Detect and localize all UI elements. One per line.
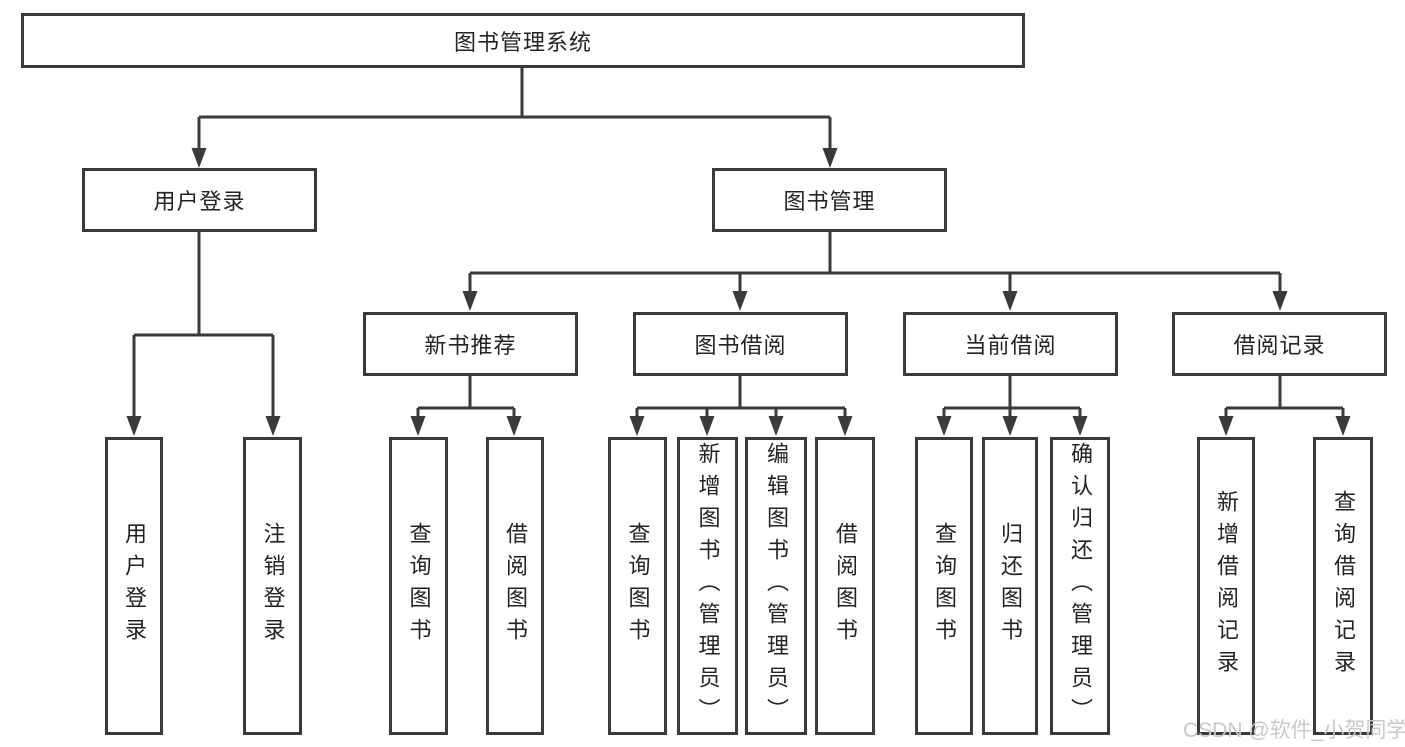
node-current-borrow-label: 当前借阅 bbox=[964, 333, 1057, 358]
leaf-confirm-return-admin: 确认归还（管理员） bbox=[1050, 437, 1110, 735]
node-root: 图书管理系统 bbox=[21, 13, 1025, 68]
watermark: CSDN @软件_小贺同学 bbox=[1183, 719, 1405, 742]
node-new-book-recommend: 新书推荐 bbox=[363, 312, 578, 376]
node-user-login-label: 用户登录 bbox=[153, 189, 246, 214]
node-book-management-label: 图书管理 bbox=[783, 189, 876, 214]
arrowheads bbox=[126, 148, 1351, 436]
leaf-return-book-label: 归还图书 bbox=[998, 522, 1023, 650]
leaf-query-books-current-label: 查询图书 bbox=[932, 522, 957, 650]
node-current-borrow: 当前借阅 bbox=[903, 312, 1118, 376]
leaf-borrow-books: 借阅图书 bbox=[815, 437, 875, 735]
node-root-label: 图书管理系统 bbox=[453, 29, 592, 55]
leaf-add-book-admin: 新增图书（管理员） bbox=[677, 437, 738, 735]
leaf-borrow-books-label: 借阅图书 bbox=[833, 522, 858, 650]
leaf-query-books-current: 查询图书 bbox=[915, 437, 973, 735]
node-new-book-recommend-label: 新书推荐 bbox=[424, 333, 517, 358]
leaf-edit-book-admin-label: 编辑图书（管理员） bbox=[764, 442, 789, 730]
leaf-borrow-books-recommend-label: 借阅图书 bbox=[503, 522, 528, 650]
leaf-query-books-borrow: 查询图书 bbox=[608, 437, 667, 735]
node-borrow-records-label: 借阅记录 bbox=[1233, 333, 1326, 358]
leaf-user-login-label: 用户登录 bbox=[122, 522, 147, 650]
leaf-logout: 注销登录 bbox=[243, 437, 302, 735]
leaf-logout-label: 注销登录 bbox=[260, 522, 286, 650]
node-user-login: 用户登录 bbox=[82, 168, 317, 232]
leaf-borrow-books-recommend: 借阅图书 bbox=[486, 437, 544, 735]
node-borrow-records: 借阅记录 bbox=[1172, 312, 1387, 376]
leaf-query-books-recommend: 查询图书 bbox=[389, 437, 448, 735]
leaf-add-borrow-record: 新增借阅记录 bbox=[1197, 437, 1255, 735]
leaf-add-borrow-record-label: 新增借阅记录 bbox=[1214, 490, 1239, 682]
leaf-add-book-admin-label: 新增图书（管理员） bbox=[695, 442, 721, 730]
node-book-management: 图书管理 bbox=[712, 168, 947, 232]
leaf-edit-book-admin: 编辑图书（管理员） bbox=[745, 437, 807, 735]
leaf-query-books-recommend-label: 查询图书 bbox=[406, 522, 432, 650]
leaf-query-borrow-record-label: 查询借阅记录 bbox=[1331, 490, 1356, 682]
node-book-borrow-label: 图书借阅 bbox=[694, 333, 787, 358]
leaf-query-borrow-record: 查询借阅记录 bbox=[1313, 437, 1373, 735]
leaf-return-book: 归还图书 bbox=[982, 437, 1038, 735]
leaf-confirm-return-admin-label: 确认归还（管理员） bbox=[1068, 442, 1093, 730]
leaf-user-login: 用户登录 bbox=[105, 437, 163, 735]
node-book-borrow: 图书借阅 bbox=[633, 312, 848, 376]
leaf-query-books-borrow-label: 查询图书 bbox=[625, 522, 651, 650]
